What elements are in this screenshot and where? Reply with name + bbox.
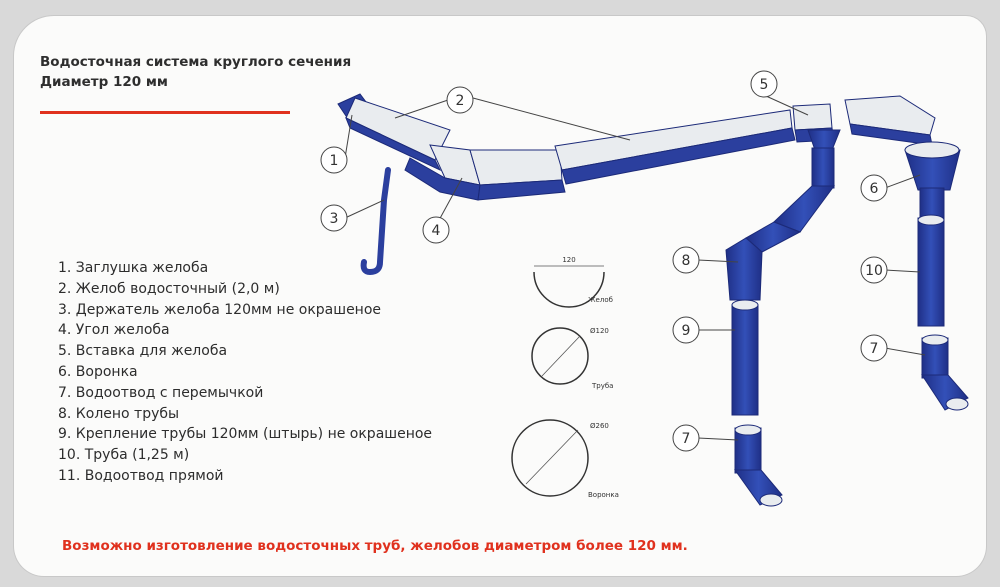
svg-text:Ø120: Ø120 — [590, 327, 609, 335]
diagram-title: Водосточная система круглого сечения Диа… — [40, 52, 351, 92]
cross-section-funnel: Ø260 Воронка — [511, 419, 619, 499]
callout-7-lower: 7 — [672, 424, 700, 452]
svg-text:5: 5 — [760, 77, 769, 93]
title-underline — [40, 111, 290, 114]
svg-text:10: 10 — [865, 263, 883, 279]
svg-text:Труба: Труба — [591, 382, 613, 390]
callout-leaders — [344, 95, 926, 441]
callout-1: 1 — [320, 146, 348, 174]
callout-2: 2 — [446, 86, 474, 114]
svg-text:4: 4 — [432, 223, 441, 239]
legend-item: 10. Труба (1,25 м) — [58, 447, 190, 464]
downpipe-assembly — [725, 129, 841, 507]
funnel-top — [807, 129, 841, 151]
gutter-bracket — [360, 167, 391, 276]
svg-text:1: 1 — [330, 153, 339, 169]
funnel-mouth — [904, 141, 960, 159]
gutter-run — [337, 93, 936, 201]
pipe-b-top — [731, 299, 759, 311]
svg-text:Воронка: Воронка — [588, 491, 619, 499]
cross-section-gutter: 120 Желоб — [533, 256, 613, 308]
parts-legend: 1. Заглушка желоба 2. Желоб водосточный … — [58, 258, 432, 487]
gutter-section-4-inner — [844, 95, 936, 136]
outlet-right-top — [921, 334, 949, 346]
title-line-2: Диаметр 120 мм — [40, 74, 168, 90]
pipe-right-top — [917, 214, 945, 226]
svg-text:Ø260: Ø260 — [590, 422, 609, 430]
svg-text:6: 6 — [870, 181, 879, 197]
svg-text:9: 9 — [682, 323, 691, 339]
callout-10: 10 — [860, 256, 888, 284]
legend-item: 6. Воронка — [58, 363, 138, 380]
callout-3: 3 — [320, 204, 348, 232]
svg-text:Желоб: Желоб — [588, 296, 613, 304]
callout-6: 6 — [860, 174, 888, 202]
gutter-section-2-outer — [477, 179, 566, 201]
funnel-neck — [919, 187, 945, 219]
cross-section-pipe: Ø120 Труба — [531, 327, 613, 390]
callout-8: 8 — [672, 246, 700, 274]
gutter-section-2-inner — [469, 149, 563, 186]
pipe-right — [917, 217, 945, 327]
gutter-section-3-outer — [561, 127, 796, 185]
pipe-segment-a — [811, 147, 835, 189]
outlet-lower-top — [734, 424, 762, 436]
legend-item: 8. Колено трубы — [58, 405, 180, 422]
gutter-section-1-outer — [345, 117, 442, 172]
legend-item: 3. Держатель желоба 120мм не окрашеное — [58, 301, 382, 318]
legend-item: 7. Водоотвод с перемычкой — [58, 384, 264, 401]
callout-9: 9 — [672, 316, 700, 344]
legend-item: 9. Крепление трубы 120мм (штырь) не окра… — [58, 426, 433, 443]
callout-4: 4 — [422, 216, 450, 244]
outlet-right-mouth — [945, 397, 969, 411]
svg-text:2: 2 — [456, 93, 465, 109]
legend-item: 4. Угол желоба — [58, 322, 170, 339]
legend-item: 1. Заглушка желоба — [58, 260, 209, 276]
callout-7: 7 — [860, 334, 888, 362]
svg-text:7: 7 — [870, 341, 879, 357]
svg-text:7: 7 — [682, 431, 691, 447]
custom-diameter-note: Возможно изготовление водосточных труб, … — [62, 538, 688, 554]
legend-item: 2. Желоб водосточный (2,0 м) — [58, 280, 280, 297]
legend-item: 11. Водоотвод прямой — [58, 467, 224, 484]
elbow-lower — [725, 237, 763, 301]
pipe-segment-b — [731, 304, 759, 416]
gutter-insert-inner — [792, 103, 833, 131]
svg-text:8: 8 — [682, 253, 691, 269]
svg-text:120: 120 — [562, 256, 575, 264]
svg-text:3: 3 — [330, 211, 339, 227]
legend-item: 5. Вставка для желоба — [58, 343, 228, 360]
callout-markers: 1 2 3 4 5 6 7 8 — [320, 70, 888, 452]
callout-5: 5 — [750, 70, 778, 98]
title-line-1: Водосточная система круглого сечения — [40, 54, 352, 70]
right-column — [904, 141, 969, 411]
outlet-lower-mouth — [759, 493, 783, 507]
